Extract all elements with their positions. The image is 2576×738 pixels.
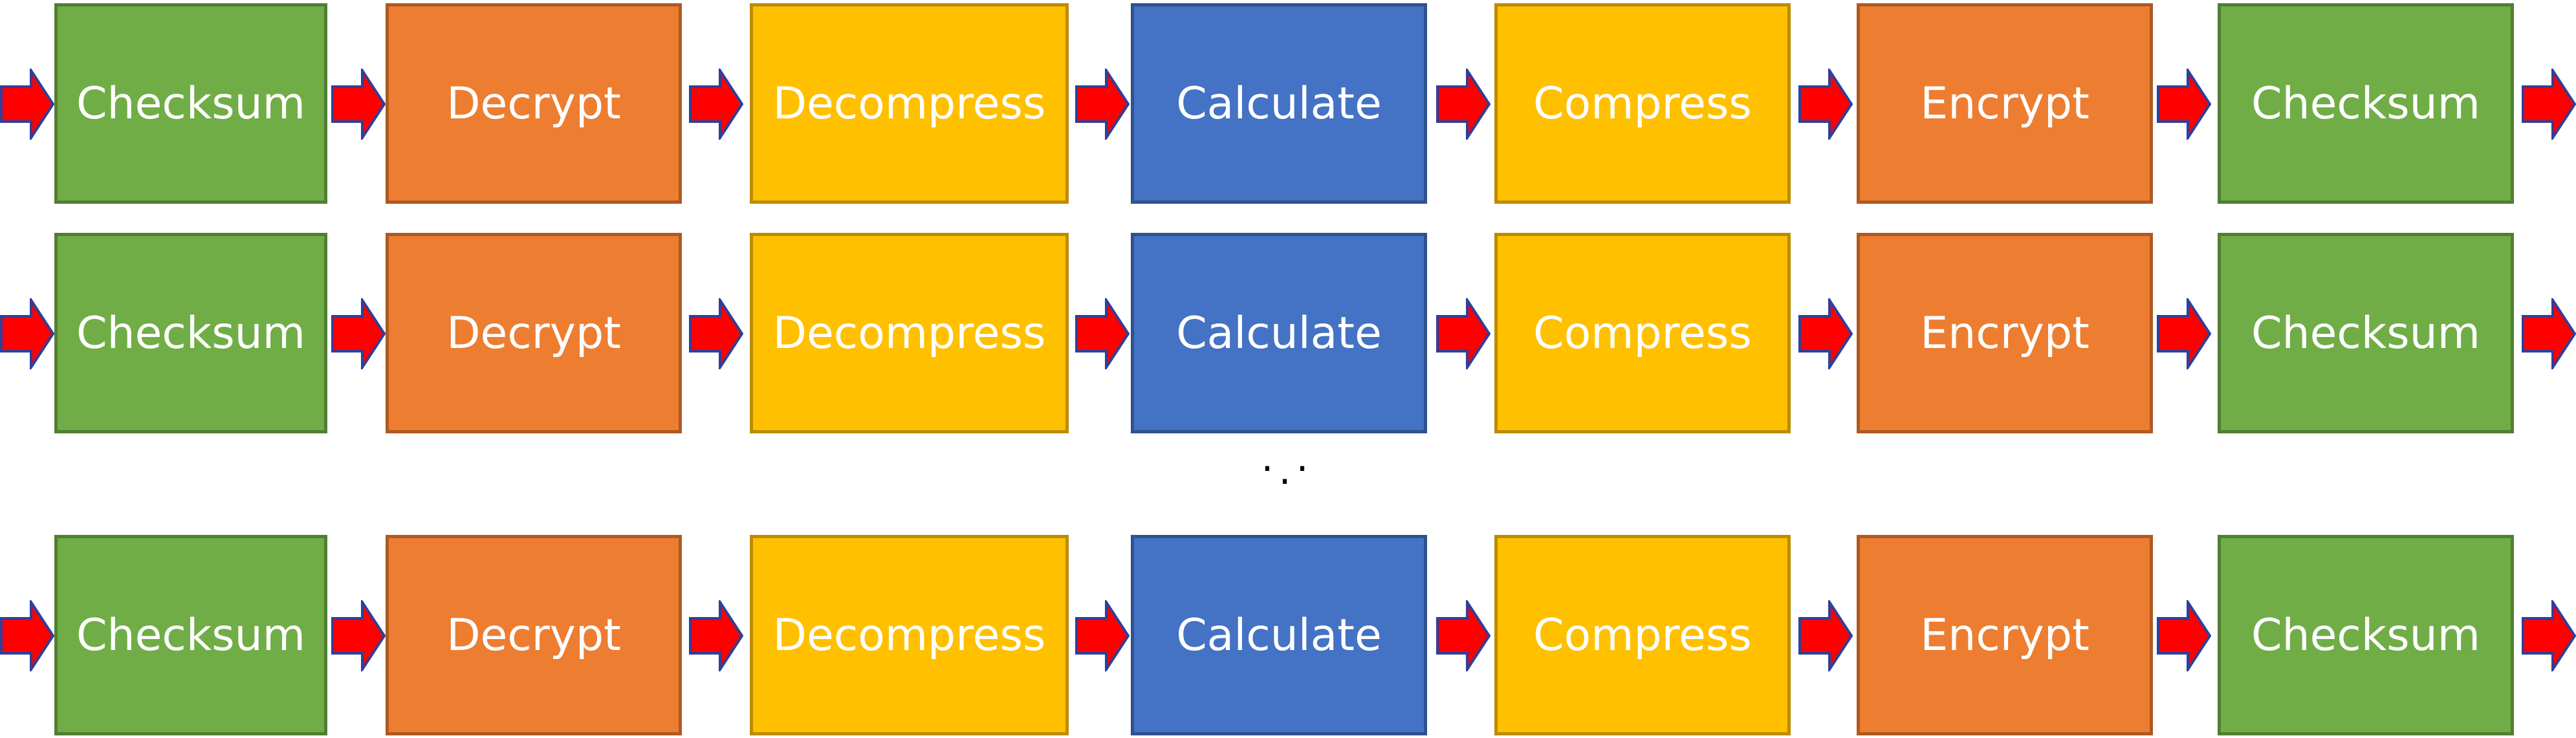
stage-decompress: Decompress <box>750 535 1069 735</box>
right-arrow-icon <box>2157 298 2211 369</box>
right-arrow-icon <box>0 298 54 369</box>
stage-checksum-out: Checksum <box>2218 3 2514 204</box>
stage-compress: Compress <box>1494 3 1791 204</box>
stage-decrypt: Decrypt <box>386 535 682 735</box>
stage-checksum-in: Checksum <box>54 233 327 433</box>
right-arrow-icon <box>2157 600 2211 671</box>
right-arrow-icon <box>1075 298 1130 369</box>
right-arrow-icon <box>331 69 386 140</box>
right-arrow-icon <box>0 600 54 671</box>
stage-checksum-out: Checksum <box>2218 535 2514 735</box>
stage-encrypt: Encrypt <box>1857 535 2153 735</box>
right-arrow-icon <box>2522 600 2576 671</box>
right-arrow-icon <box>1798 69 1853 140</box>
stage-calculate: Calculate <box>1131 3 1427 204</box>
right-arrow-icon <box>689 298 743 369</box>
right-arrow-icon <box>2157 69 2211 140</box>
stage-encrypt: Encrypt <box>1857 3 2153 204</box>
stage-decompress: Decompress <box>750 233 1069 433</box>
right-arrow-icon <box>331 600 386 671</box>
stage-decompress: Decompress <box>750 3 1069 204</box>
stage-decrypt: Decrypt <box>386 233 682 433</box>
stage-decrypt: Decrypt <box>386 3 682 204</box>
pipeline-row-1: Checksum Decrypt Decompress Calculate Co… <box>0 3 2576 204</box>
stage-calculate: Calculate <box>1131 535 1427 735</box>
right-arrow-icon <box>689 69 743 140</box>
stage-checksum-in: Checksum <box>54 535 327 735</box>
right-arrow-icon <box>0 69 54 140</box>
stage-calculate: Calculate <box>1131 233 1427 433</box>
ellipsis: · · · <box>1261 446 1314 505</box>
right-arrow-icon <box>1436 600 1490 671</box>
stage-encrypt: Encrypt <box>1857 233 2153 433</box>
stage-compress: Compress <box>1494 233 1791 433</box>
right-arrow-icon <box>2522 69 2576 140</box>
right-arrow-icon <box>331 298 386 369</box>
stage-checksum-in: Checksum <box>54 3 327 204</box>
stage-compress: Compress <box>1494 535 1791 735</box>
right-arrow-icon <box>1075 600 1130 671</box>
right-arrow-icon <box>689 600 743 671</box>
right-arrow-icon <box>2522 298 2576 369</box>
stage-checksum-out: Checksum <box>2218 233 2514 433</box>
right-arrow-icon <box>1798 298 1853 369</box>
right-arrow-icon <box>1798 600 1853 671</box>
right-arrow-icon <box>1436 69 1490 140</box>
right-arrow-icon <box>1075 69 1130 140</box>
pipeline-row-2: Checksum Decrypt Decompress Calculate Co… <box>0 233 2576 433</box>
right-arrow-icon <box>1436 298 1490 369</box>
pipeline-row-3: Checksum Decrypt Decompress Calculate Co… <box>0 535 2576 735</box>
